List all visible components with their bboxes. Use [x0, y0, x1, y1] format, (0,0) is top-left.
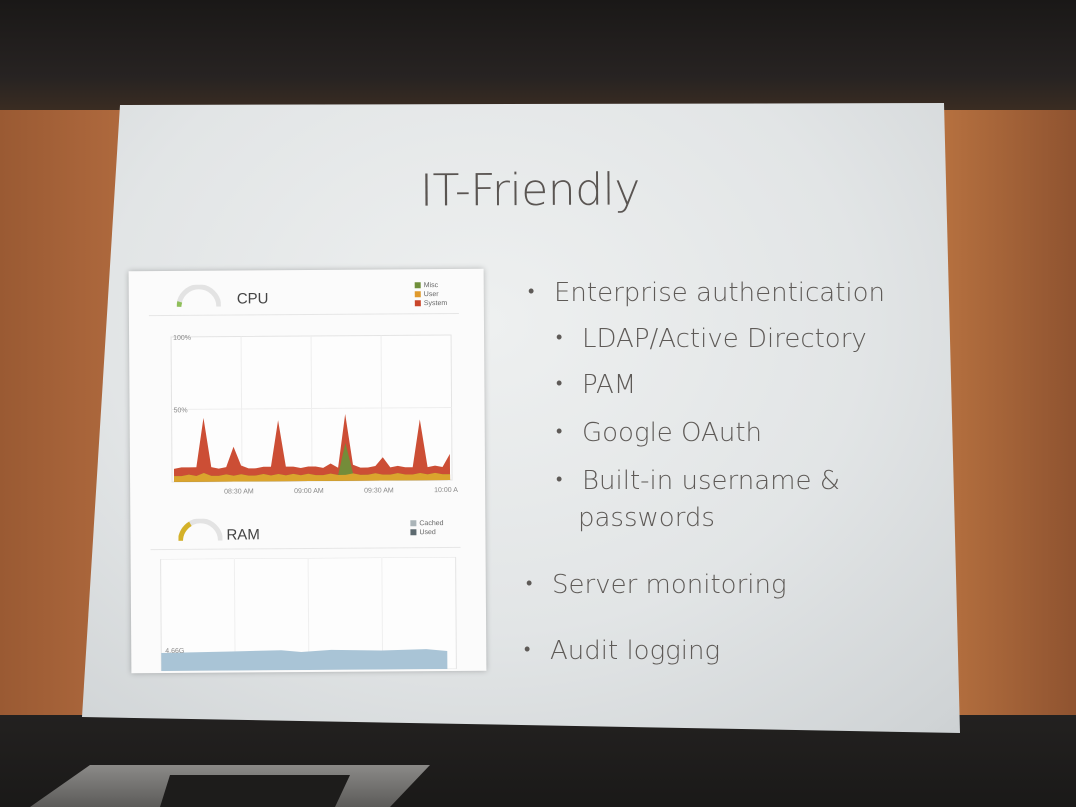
bullet-text: passwords — [578, 503, 715, 533]
cpu-x-tick-label: 08:30 AM — [224, 488, 254, 495]
legend-swatch — [414, 282, 421, 289]
legend-item-user: User — [414, 290, 447, 299]
bullet-dot: • — [528, 281, 535, 302]
cpu-x-tick-label: 09:30 AM — [364, 487, 394, 494]
cpu-series-system — [173, 414, 451, 482]
bullet-text: Enterprise authentication — [554, 278, 886, 308]
cpu-gauge-icon — [176, 284, 221, 307]
cpu-gridline — [171, 406, 452, 410]
bullet-dot: • — [526, 573, 533, 594]
ram-panel-header: RAM Cached Used — [150, 510, 461, 551]
projector-device-opening — [160, 775, 350, 807]
ram-chart: 4.66G — [160, 556, 457, 672]
cpu-y-tick-label: 100% — [173, 335, 191, 342]
ram-panel-title: RAM — [226, 526, 260, 544]
bullet-dot: • — [556, 421, 563, 442]
bullet-text: LDAP/Active Directory — [582, 324, 867, 354]
ram-legend: Cached Used — [410, 519, 444, 537]
bullet-dot: • — [556, 469, 563, 490]
slide-title: IT-Friendly — [419, 164, 641, 217]
slide-bullet-item: • Server monitoring — [526, 570, 787, 600]
slide-bullet-item: passwords — [578, 503, 715, 533]
ram-gridline — [307, 557, 310, 670]
ram-series-used — [161, 649, 448, 672]
ram-y-tick-label: 4.66G — [165, 648, 184, 655]
cpu-y-tick-label: 50% — [174, 407, 188, 414]
legend-swatch — [414, 291, 421, 298]
slide-bullet-item: • Audit logging — [524, 636, 720, 666]
legend-swatch — [410, 520, 417, 527]
cpu-chart: 100% 50% 08:30 AM 09:00 AM 09:30 AM 10:00 A — [170, 334, 458, 496]
cpu-panel-title: CPU — [236, 290, 269, 308]
legend-item-used: Used — [410, 528, 443, 537]
slide-bullet-item: • Enterprise authentication — [528, 278, 885, 308]
slide-bullet-item: • PAM — [556, 370, 636, 400]
bullet-text: PAM — [582, 370, 637, 400]
ceiling — [0, 0, 1076, 110]
bullet-text: Built-in username & — [582, 466, 841, 496]
legend-item-system: System — [414, 299, 447, 308]
slide-bullet-item: • Google OAuth — [556, 418, 762, 448]
cpu-x-tick-label: 10:00 A — [434, 487, 458, 494]
legend-swatch — [410, 529, 417, 536]
legend-item-cached: Cached — [410, 519, 444, 528]
legend-swatch — [414, 300, 421, 307]
cpu-x-tick-label: 09:00 AM — [294, 488, 324, 495]
cpu-series-user — [174, 472, 451, 482]
slide-bullet-item: • LDAP/Active Directory — [556, 324, 867, 354]
bullet-text: Google OAuth — [582, 418, 762, 448]
bullet-text: Audit logging — [550, 636, 721, 666]
legend-item-misc: Misc — [414, 281, 447, 290]
ram-gauge-icon — [178, 518, 223, 541]
cpu-legend: Misc User System — [414, 281, 448, 308]
bullet-dot: • — [556, 327, 563, 348]
bullet-dot: • — [524, 639, 531, 660]
bullet-text: Server monitoring — [552, 570, 787, 600]
bullet-dot: • — [556, 373, 563, 394]
slide-bullet-item: • Built-in username & — [556, 466, 840, 496]
cpu-panel-header: CPU Misc User System — [148, 276, 459, 317]
monitoring-dashboard-screenshot: CPU Misc User System 100% 50% 08:30 AM 09:0… — [128, 268, 487, 674]
